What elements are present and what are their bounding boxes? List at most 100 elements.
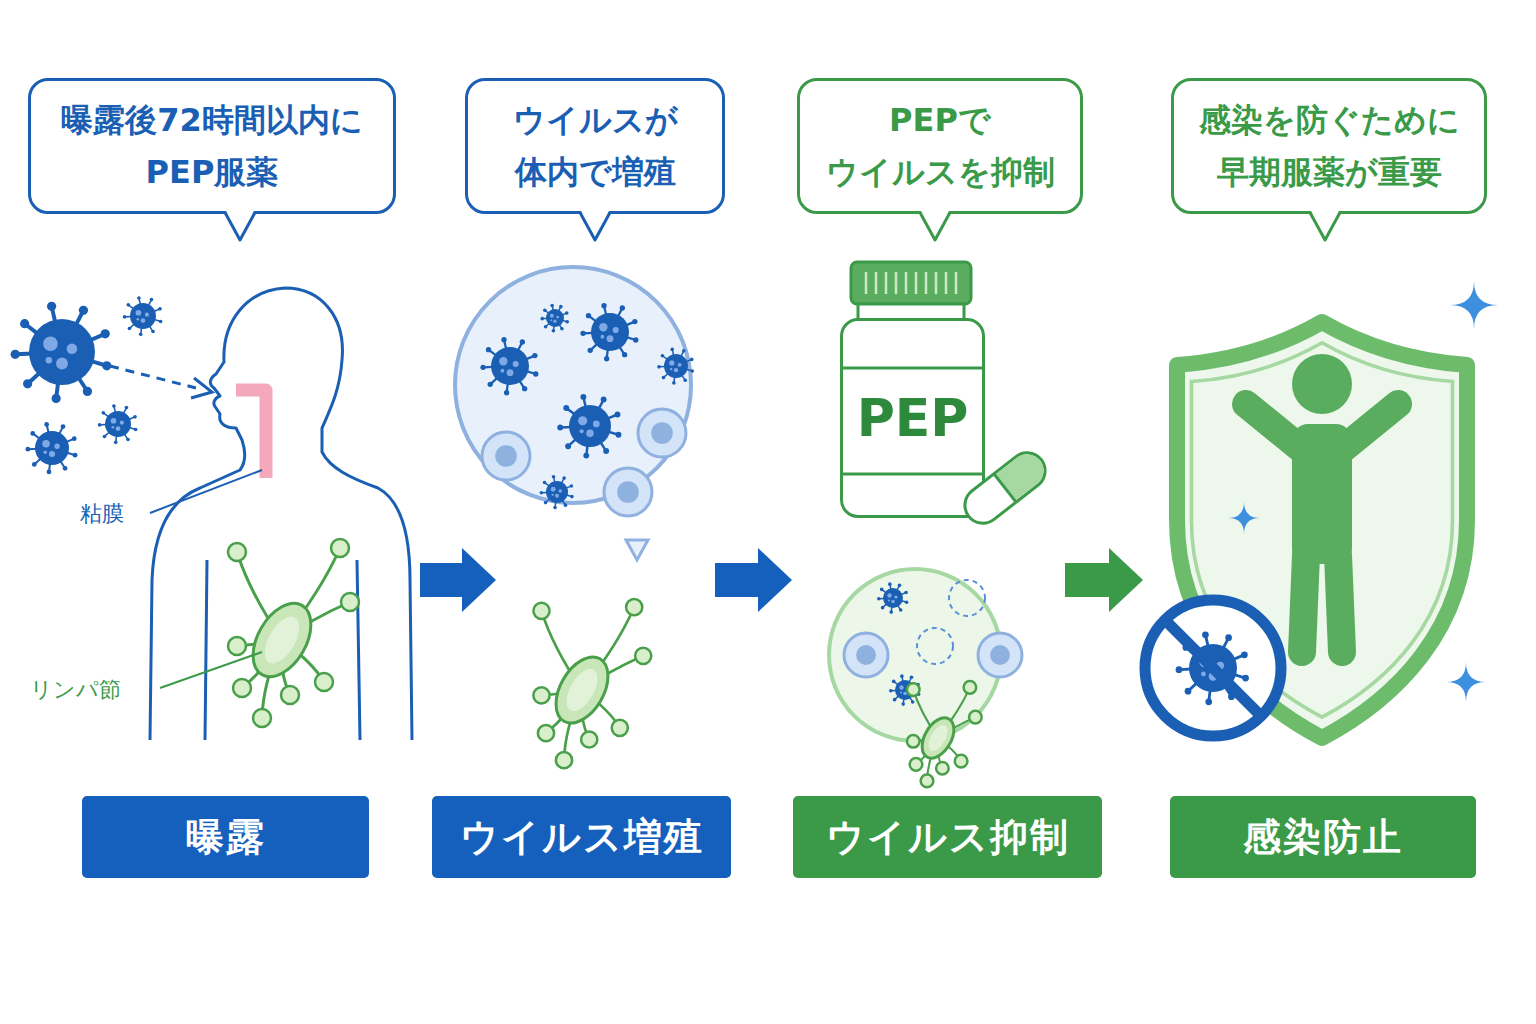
virus-knob xyxy=(877,597,881,601)
arm-line xyxy=(205,560,207,740)
virus-knob xyxy=(888,582,892,586)
virus-icon xyxy=(11,302,112,403)
virus-knob xyxy=(570,484,574,488)
lymph-end xyxy=(233,679,251,697)
stage-title: ウイルス抑制 xyxy=(826,812,1070,863)
lymph-end xyxy=(964,681,977,694)
capsule-icon xyxy=(958,445,1053,530)
virus-spot xyxy=(607,335,614,342)
bottle-cap xyxy=(851,262,971,304)
bottle-body xyxy=(840,318,985,518)
figure-limb xyxy=(1246,404,1300,448)
virus-spot xyxy=(116,426,121,431)
virus-knob xyxy=(672,381,676,385)
virus-knob xyxy=(901,702,905,706)
virus-spot xyxy=(599,323,607,331)
virus-spot xyxy=(678,363,682,367)
stage-arrow xyxy=(1065,548,1143,612)
virus-spot xyxy=(670,368,672,370)
virus-spot xyxy=(43,336,58,351)
lymph-end xyxy=(228,637,246,655)
virus-knob xyxy=(690,369,694,373)
arm-line xyxy=(357,560,360,740)
exposure-head xyxy=(191,378,212,398)
virus-knob xyxy=(559,305,563,309)
tail-stroke xyxy=(225,213,255,241)
virus-spot xyxy=(112,426,115,429)
cell-outer xyxy=(604,468,652,516)
lymph-node-core xyxy=(925,722,952,754)
stage-band: ウイルス増殖 xyxy=(432,796,731,878)
virus-knob xyxy=(102,361,111,370)
virus-knob xyxy=(565,320,569,324)
cap-ridge xyxy=(925,272,928,294)
lymph-end xyxy=(635,648,651,664)
virus-knob xyxy=(657,365,661,369)
bubble-tail xyxy=(1309,210,1341,244)
lymph-end xyxy=(581,731,597,747)
virus-knob xyxy=(889,689,893,693)
virus-spot xyxy=(891,600,895,604)
virus-knob xyxy=(904,591,908,595)
lymph-end xyxy=(612,720,628,736)
virus-knob xyxy=(905,600,909,604)
virus-knob xyxy=(1205,698,1212,705)
virus-knob xyxy=(603,448,609,454)
person-outline xyxy=(150,288,412,740)
virus-spot xyxy=(559,489,563,493)
virus-body xyxy=(130,303,156,329)
virus-knob xyxy=(52,394,61,403)
virus-knob xyxy=(880,588,884,592)
virus-knob xyxy=(560,327,564,331)
virus-spot xyxy=(578,416,587,425)
medicine-bottle: PEP xyxy=(840,318,985,518)
virus-spot xyxy=(501,369,505,373)
virus-knob xyxy=(620,305,625,310)
virus-spot xyxy=(111,418,117,424)
virus-knob xyxy=(486,347,491,352)
lymph-node-core xyxy=(258,611,307,669)
virus-knob xyxy=(150,298,154,302)
cap-ridge xyxy=(865,272,868,294)
virus-spot xyxy=(887,593,891,597)
virus-knob xyxy=(522,386,527,391)
virus-body xyxy=(569,405,611,447)
virus-spot xyxy=(120,421,124,425)
virus-body xyxy=(546,309,564,327)
cleared-virus xyxy=(917,628,953,664)
bottle-label-line xyxy=(842,367,983,370)
virus-knob xyxy=(633,337,638,342)
stage-title: 感染防止 xyxy=(1243,812,1403,863)
lymph-end xyxy=(910,758,923,771)
virus-spot xyxy=(551,319,553,321)
virus-knob xyxy=(125,406,129,410)
bubble-text: PEPで ウイルスを抑制 xyxy=(816,94,1064,198)
virus-body xyxy=(883,588,903,608)
stage-band: ウイルス抑制 xyxy=(793,796,1102,878)
virus-spot xyxy=(550,314,554,318)
virus-body xyxy=(664,354,688,378)
cell-nucleus xyxy=(617,481,639,503)
virus-knob xyxy=(44,422,49,427)
virus-knob xyxy=(30,431,35,436)
cap-ridge xyxy=(915,272,918,294)
speech-bubble: ウイルスが 体内で増殖 xyxy=(465,78,725,214)
figure-limb xyxy=(1302,555,1306,652)
lymph-node-body xyxy=(241,593,323,686)
virus-knob xyxy=(583,453,589,459)
cleared-virus xyxy=(949,580,985,616)
stage-band: 曝露 xyxy=(82,796,369,878)
virus-knob xyxy=(1242,675,1249,682)
virus-knob xyxy=(134,428,138,432)
virus-knob xyxy=(61,424,66,429)
virus-body xyxy=(591,313,629,351)
bubble-tail xyxy=(919,210,951,244)
virus-knob xyxy=(661,354,665,358)
lymph-end xyxy=(538,725,554,741)
stage-title: ウイルス増殖 xyxy=(460,812,704,863)
virus-knob xyxy=(540,491,544,495)
figure-head xyxy=(1292,354,1352,414)
virus-knob xyxy=(98,423,102,427)
virus-knob xyxy=(601,303,606,308)
